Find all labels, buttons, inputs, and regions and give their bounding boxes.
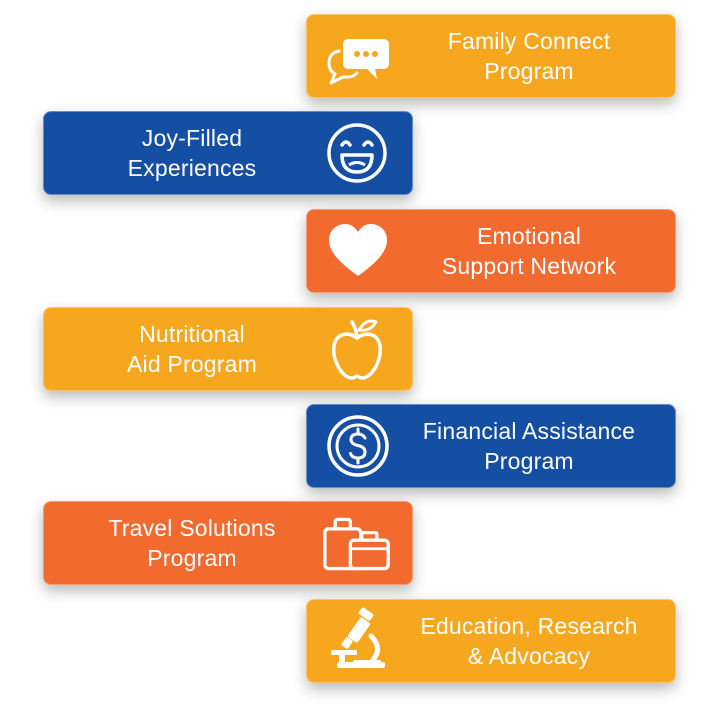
card-education-research: Education, Research & Advocacy bbox=[306, 599, 676, 683]
dollar-coin-icon bbox=[321, 409, 395, 483]
card-label: Education, Research & Advocacy bbox=[420, 613, 638, 669]
card-label: Travel Solutions Program bbox=[108, 515, 276, 571]
card-label: Joy-Filled Experiences bbox=[127, 125, 257, 181]
card-label: Nutritional Aid Program bbox=[126, 321, 258, 377]
luggage-icon bbox=[320, 506, 394, 580]
heart-icon bbox=[321, 214, 395, 288]
card-family-connect: Family Connect Program bbox=[306, 14, 676, 98]
card-emotional-support: Emotional Support Network bbox=[306, 209, 676, 293]
chat-bubbles-icon bbox=[321, 19, 395, 93]
card-nutritional-aid: Nutritional Aid Program bbox=[43, 307, 413, 391]
card-label: Emotional Support Network bbox=[441, 223, 617, 279]
card-label: Financial Assistance Program bbox=[422, 418, 636, 474]
card-label: Family Connect Program bbox=[447, 28, 611, 84]
apple-icon bbox=[320, 312, 394, 386]
card-travel-solutions: Travel Solutions Program bbox=[43, 501, 413, 585]
card-financial-assistance: Financial Assistance Program bbox=[306, 404, 676, 488]
smiley-face-icon bbox=[320, 116, 394, 190]
card-joy-filled: Joy-Filled Experiences bbox=[43, 111, 413, 195]
microscope-icon bbox=[321, 604, 395, 678]
